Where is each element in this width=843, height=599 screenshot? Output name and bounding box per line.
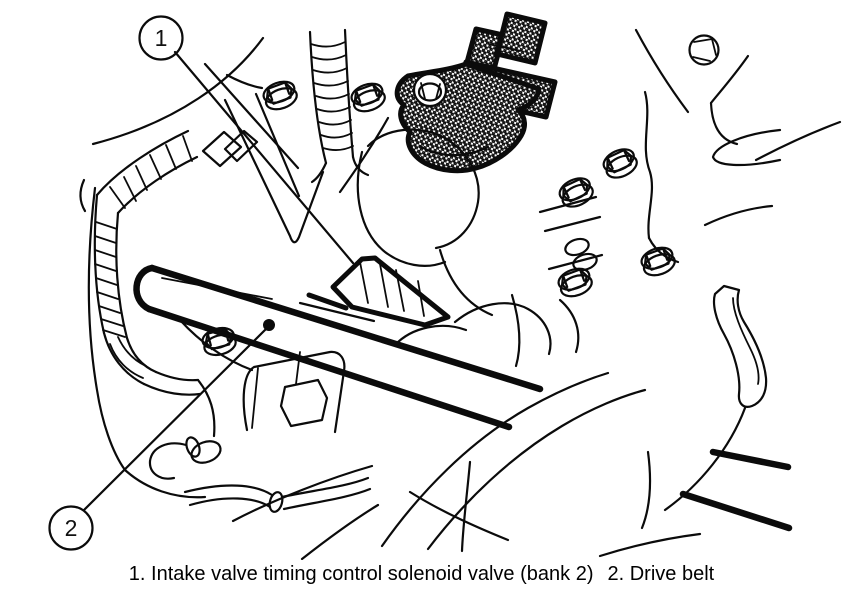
engine-diagram: 1 2 <box>48 11 842 560</box>
round-bolt-head <box>688 34 720 66</box>
drive-belt <box>133 264 793 532</box>
solenoid-valve-highlight <box>306 255 451 328</box>
center-casting <box>178 128 604 372</box>
tensioner-bracket <box>242 350 346 434</box>
solenoid-connector-hatched <box>394 11 558 174</box>
bolts <box>199 34 720 360</box>
callout-1-circle <box>138 15 184 61</box>
figure-caption: 1. Intake valve timing control solenoid … <box>0 563 843 586</box>
callout-2-circle <box>48 505 94 551</box>
bracket-hook <box>712 284 768 408</box>
caption-item-1: 1. Intake valve timing control solenoid … <box>128 563 594 585</box>
leader-dot-2 <box>263 319 275 331</box>
callout-1-number: 1 <box>155 25 168 51</box>
callout-2-number: 2 <box>65 515 78 541</box>
ribbed-hose-left <box>87 129 216 499</box>
right-engine-outline <box>598 28 842 558</box>
corrugated-tube <box>308 28 390 194</box>
caption-item-2: 2. Drive belt <box>607 563 715 585</box>
bolt <box>259 76 301 115</box>
callout-1: 1 <box>138 15 184 61</box>
solenoid-valve-body <box>330 255 451 328</box>
callout-2: 2 <box>48 505 94 551</box>
bolt <box>554 263 596 302</box>
bolt <box>599 143 642 184</box>
leader-line-1 <box>173 50 355 265</box>
bolt <box>637 242 679 281</box>
leader-lines <box>82 50 355 512</box>
lower-left-pipes <box>148 436 380 560</box>
upper-left-casting-lines <box>79 36 325 244</box>
bolt <box>347 78 389 117</box>
leader-line-2 <box>82 324 271 512</box>
lower-hose-band <box>380 371 647 553</box>
